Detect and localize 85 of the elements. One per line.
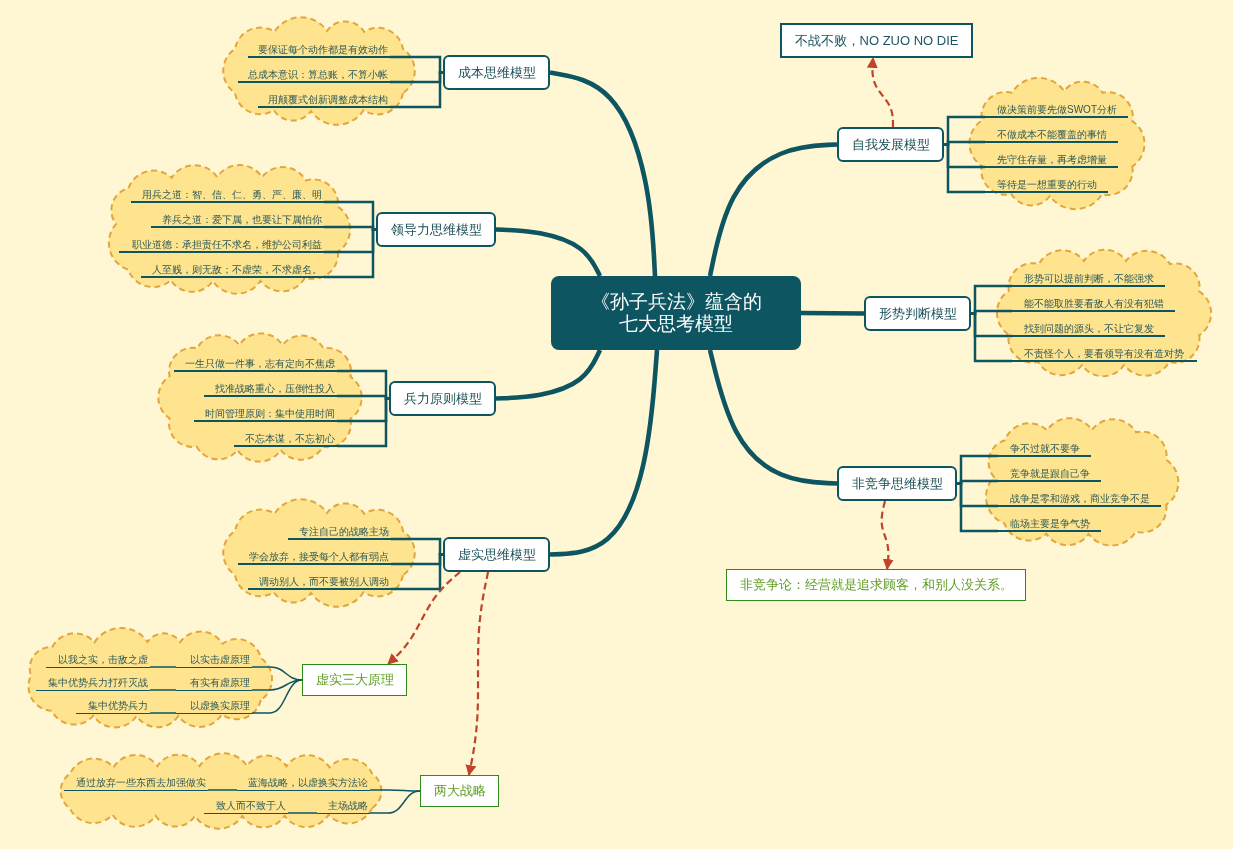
subtopic: 以我之实，击敌之虚	[46, 652, 150, 668]
connector-line	[957, 479, 998, 485]
connector-line	[149, 712, 177, 714]
connector-line	[971, 309, 1012, 315]
connector-line	[324, 228, 376, 279]
dashed-arrow	[465, 571, 490, 777]
branch-curve	[707, 142, 838, 277]
subtopic: 集中优势兵力	[76, 698, 150, 714]
connector-line	[324, 225, 376, 231]
subtopic: 学会放弃，接受每个人都有弱点	[238, 550, 391, 566]
cloud-boundary	[995, 248, 1213, 378]
subtopic: 临场主要是争气势	[998, 517, 1101, 533]
cloud-boundary	[156, 332, 364, 463]
subtopic: 人至贱，则无敌；不虚荣，不求虚名。	[141, 263, 324, 279]
cloud-boundary	[220, 18, 418, 124]
topic-box: 自我发展模型	[837, 127, 944, 162]
subtopic: 养兵之道：爱下属，也要让下属怕你	[151, 213, 324, 229]
subtopic-box: 非竞争论：经营就是追求顾客，和别人没关系。	[726, 569, 1026, 601]
branch-curve	[549, 70, 658, 277]
subtopic: 做决策前要先做SWOT分析	[985, 103, 1128, 119]
topic-box: 领导力思维模型	[376, 212, 496, 247]
subtopic: 以实击虚原理	[176, 652, 252, 668]
subtopic: 战争是零和游戏，商业竞争不是	[998, 492, 1161, 508]
subtopic: 总成本意识：算总账，不算小帐	[238, 68, 390, 84]
subtopic: 找准战略重心，压倒性投入	[204, 382, 337, 398]
branch-curve	[707, 349, 838, 486]
subtopic-box: 两大战略	[420, 775, 499, 807]
subtopic: 不责怪个人，要看领导有没有造对势	[1012, 347, 1197, 363]
branch-curve	[495, 227, 603, 278]
subtopic: 职业道德：承担责任不求名，维护公司利益	[119, 238, 324, 254]
subtopic: 致人而不致于人	[204, 798, 288, 814]
cloud-boundary	[220, 500, 418, 606]
topic-box: 成本思维模型	[443, 55, 550, 90]
connector-line	[944, 140, 985, 146]
subtopic: 找到问题的源头，不让它复发	[1012, 322, 1165, 338]
subtopic: 不做成本不能覆盖的事情	[985, 128, 1118, 144]
connector-line	[957, 482, 998, 533]
callout-box: 不战不败，NO ZUO NO DIE	[780, 23, 973, 58]
subtopic: 用兵之道：智、信、仁、勇、严、廉、明	[131, 188, 324, 204]
connector-line	[944, 143, 985, 194]
subtopic: 通过放弃一些东西去加强做实	[64, 775, 208, 791]
subtopic: 调动别人，而不要被别人调动	[248, 575, 391, 591]
connector-line	[287, 812, 318, 814]
branch-curve	[801, 310, 864, 316]
topic-box: 虚实思维模型	[443, 537, 550, 572]
branch-curve	[549, 349, 660, 557]
connector-line	[971, 312, 1012, 363]
connector-line	[369, 790, 421, 814]
subtopic: 一生只做一件事，志有定向不焦虑	[174, 357, 337, 373]
central-topic: 《孙子兵法》蕴含的七大思考模型	[551, 276, 801, 350]
dashed-arrow	[880, 500, 894, 571]
branch-curve	[495, 349, 603, 401]
subtopic: 用颠覆式创新调整成本结构	[258, 93, 390, 109]
connector-line	[149, 689, 177, 691]
connector-line	[391, 553, 443, 591]
subtopic: 专注自己的战略主场	[288, 525, 391, 541]
topic-box: 非竞争思维模型	[837, 466, 957, 501]
cloud-boundary	[968, 78, 1146, 209]
subtopic: 以虚换实原理	[176, 698, 252, 714]
subtopic-box: 虚实三大原理	[302, 664, 407, 696]
connector-line	[149, 666, 177, 668]
dashed-arrow	[387, 571, 461, 665]
topic-box: 形势判断模型	[864, 296, 971, 331]
subtopic: 争不过就不要争	[998, 442, 1091, 458]
subtopic: 先守住存量，再考虑增量	[985, 153, 1118, 169]
connector-line	[251, 679, 303, 691]
subtopic: 主场战略	[317, 798, 370, 814]
subtopic: 要保证每个动作都是有效动作	[248, 43, 390, 59]
connector-line	[337, 397, 389, 448]
connector-line	[390, 55, 443, 74]
subtopic: 能不能取胜要看敌人有没有犯错	[1012, 297, 1175, 313]
subtopic: 不忘本谋，不忘初心	[234, 432, 337, 448]
subtopic: 竞争就是跟自己争	[998, 467, 1101, 483]
subtopic: 集中优势兵力打歼灭战	[36, 675, 150, 691]
connector-line	[337, 394, 389, 400]
subtopic: 时间管理原则：集中使用时间	[194, 407, 337, 423]
subtopic: 形势可以提前判断，不能强求	[1012, 272, 1165, 288]
connector-line	[391, 537, 443, 556]
dashed-arrow	[866, 56, 895, 127]
topic-box: 兵力原则模型	[389, 381, 496, 416]
subtopic: 等待是一想重要的行动	[985, 178, 1108, 194]
connector-line	[207, 789, 238, 791]
subtopic: 有实有虚原理	[176, 675, 252, 691]
subtopic: 蓝海战略，以虚换实方法论	[237, 775, 370, 791]
connector-line	[390, 71, 443, 109]
